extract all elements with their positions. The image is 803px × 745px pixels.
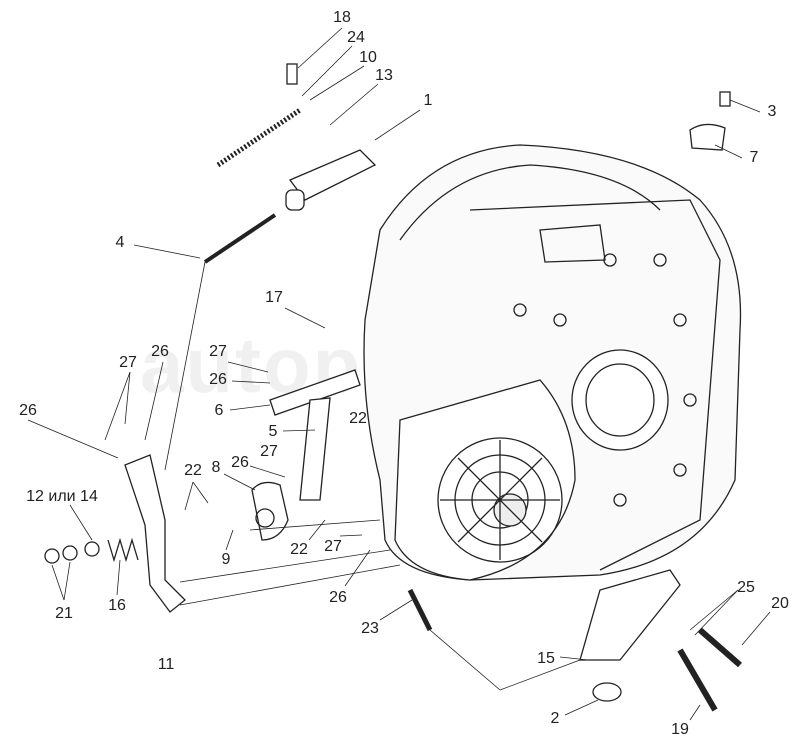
callout-26: 26 — [231, 454, 249, 471]
callout-8: 8 — [211, 459, 221, 476]
callout-2: 2 — [550, 710, 560, 727]
callout-23: 23 — [361, 620, 379, 637]
callout-27: 27 — [119, 354, 137, 371]
rod-part — [203, 213, 277, 264]
callout-7: 7 — [749, 149, 759, 166]
callout-10: 10 — [359, 49, 377, 66]
callout-25: 25 — [737, 579, 755, 596]
callout-16: 16 — [108, 597, 126, 614]
callout-21: 21 — [55, 605, 73, 622]
callout-6: 6 — [214, 402, 224, 419]
callout-26: 26 — [151, 343, 169, 360]
callout-26: 26 — [19, 402, 37, 419]
callout-12-or-14: 12 или 14 — [26, 488, 98, 505]
callout-5: 5 — [268, 423, 278, 440]
callout-22: 22 — [184, 462, 202, 479]
leader-lines — [27, 27, 771, 721]
callout-24: 24 — [347, 29, 365, 46]
callout-9: 9 — [221, 551, 231, 568]
callout-17: 17 — [265, 289, 283, 306]
callout-26: 26 — [329, 589, 347, 606]
callout-13: 13 — [375, 67, 393, 84]
callout-18: 18 — [333, 9, 351, 26]
callout-27: 27 — [209, 343, 227, 360]
callout-27: 27 — [260, 443, 278, 460]
callout-22: 22 — [290, 541, 308, 558]
callout-19: 19 — [671, 721, 689, 738]
callout-22: 22 — [349, 410, 367, 427]
callout-27: 27 — [324, 538, 342, 555]
callout-26: 26 — [209, 371, 227, 388]
lever-part — [124, 454, 186, 613]
cylinder-part — [216, 63, 377, 211]
clutch-housing — [363, 144, 742, 581]
callout-15: 15 — [537, 650, 555, 667]
callout-4: 4 — [115, 234, 125, 251]
callout-20: 20 — [771, 595, 789, 612]
callout-11: 11 — [157, 656, 175, 673]
callout-3: 3 — [767, 103, 777, 120]
callout-1: 1 — [423, 92, 433, 109]
